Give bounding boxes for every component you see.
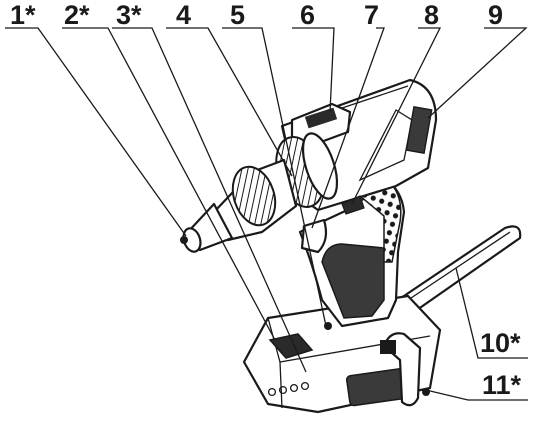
callout-1: 1* [10, 0, 36, 30]
callout-10: 10* [480, 328, 521, 358]
battery-release-button [268, 333, 314, 359]
leader-lines [5, 27, 528, 401]
callout-11: 11* [482, 370, 522, 400]
callout-9: 9 [488, 0, 503, 30]
battery-pack [242, 294, 442, 414]
callout-8: 8 [424, 0, 439, 30]
chuck [180, 158, 298, 253]
callout-4: 4 [176, 0, 191, 30]
callout-2: 2* [64, 0, 90, 30]
callout-3: 3* [116, 0, 142, 30]
callout-6: 6 [300, 0, 315, 30]
callout-labels: 1* 2* 3* 4 5 6 7 8 9 10* 11* [10, 0, 522, 400]
callout-5: 5 [230, 0, 245, 30]
side-handle [396, 225, 522, 314]
callout-7: 7 [364, 0, 379, 30]
trigger [300, 218, 328, 254]
charge-indicator-leds [267, 381, 310, 397]
drill-body [298, 176, 406, 330]
